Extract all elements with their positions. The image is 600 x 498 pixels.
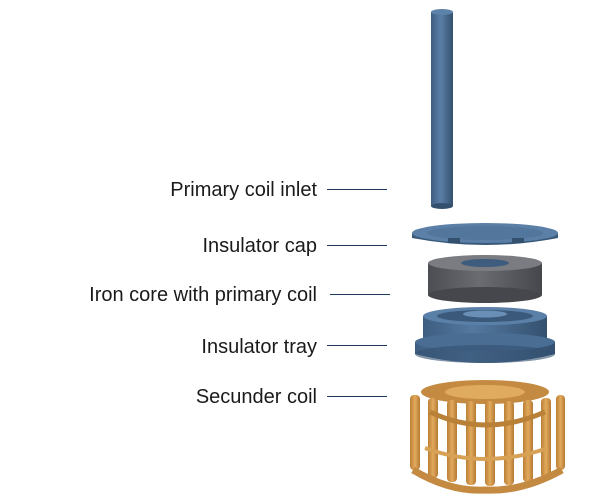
insulator-cap — [412, 223, 558, 245]
leader-line-secondary — [327, 396, 387, 397]
label-primary-coil-inlet: Primary coil inlet — [170, 179, 317, 201]
label-iron-core: Iron core with primary coil — [89, 284, 317, 306]
leader-line-cap — [327, 245, 387, 246]
secondary-coil — [410, 380, 565, 494]
iron-core-with-primary-coil — [428, 255, 542, 303]
label-secondary-coil: Secunder coil — [195, 386, 317, 408]
leader-line-tray — [327, 345, 387, 346]
insulator-tray — [415, 307, 555, 363]
primary-coil-inlet-rod — [431, 9, 453, 209]
label-insulator-cap: Insulator cap — [202, 235, 317, 257]
leader-line-core — [330, 294, 390, 295]
label-insulator-tray: Insulator tray — [201, 336, 317, 358]
leader-line-inlet — [327, 189, 387, 190]
